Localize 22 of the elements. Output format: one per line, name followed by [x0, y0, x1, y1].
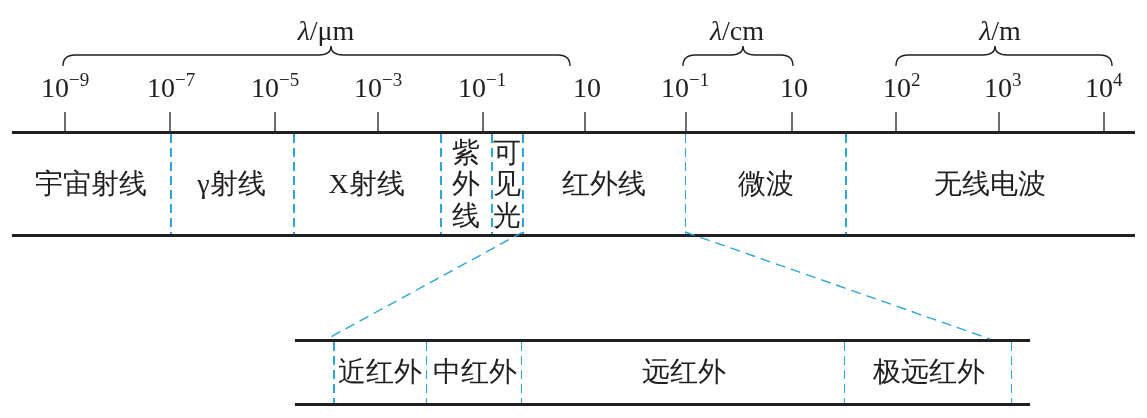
tick-label: 10$^{−9}$: [41, 74, 90, 102]
tick-label: 10$^{−1}$: [458, 74, 507, 102]
tick-label: 10$^{4}$: [1085, 74, 1123, 102]
unit-label: λ/cm: [709, 17, 765, 45]
infrared-region: 近红外: [333, 342, 427, 403]
projection-line: [684, 231, 991, 340]
spectrum-region: 宇宙射线: [12, 134, 170, 234]
tick-label: 10$^{3}$: [984, 74, 1022, 102]
spectrum-region: 可见光: [491, 134, 522, 234]
spectrum-region: 微波: [686, 134, 845, 234]
tick-label: 10$^{−3}$: [354, 74, 403, 102]
spectrum-region: 红外线: [522, 134, 686, 234]
spectrum-band: [12, 131, 1135, 237]
tick-label: 10$^{−1}$: [661, 74, 710, 102]
tick-label: 10$^{2}$: [883, 74, 921, 102]
infrared-band: [295, 339, 1030, 406]
unit-label: λ/m: [979, 17, 1021, 45]
unit-label: λ/μm: [297, 17, 355, 45]
tick-label: 10$^{−7}$: [147, 74, 196, 102]
tick-label: 10: [780, 74, 808, 102]
tick-label: 10: [573, 74, 601, 102]
tick-label: 10$^{−5}$: [251, 74, 300, 102]
